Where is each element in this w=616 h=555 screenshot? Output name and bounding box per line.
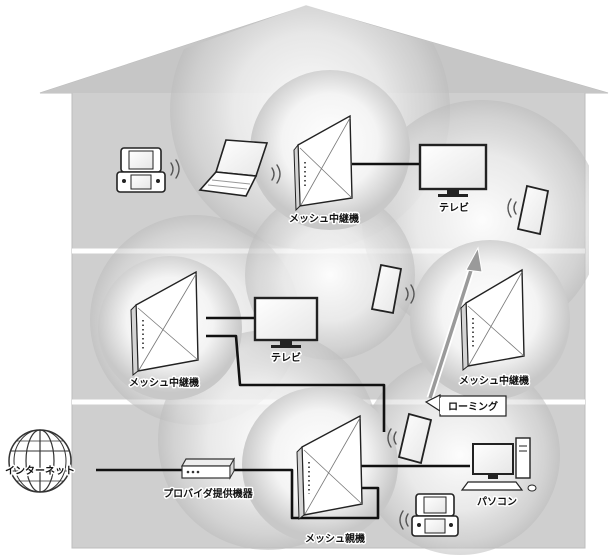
mesh-repeater-top-icon <box>293 114 353 212</box>
wifi-signal-console-bottom-icon <box>399 510 409 530</box>
wifi-signal-tablet-middle-icon <box>405 284 415 304</box>
wifi-signals <box>170 159 517 530</box>
tv-top-icon <box>418 143 488 197</box>
pc-icon <box>460 437 537 492</box>
wifi-signal-tablet-bottom-icon <box>387 428 397 448</box>
tv-left-label: テレビ <box>271 351 301 364</box>
labels: インターネット プロバイダ提供機器 メッシュ親機 メッシュ中継機 メッシュ中継機… <box>4 200 531 547</box>
mesh-parent-icon <box>296 414 363 521</box>
roaming-arrow <box>426 246 483 400</box>
cable-provider-parent <box>230 468 380 520</box>
tablet-top-right-icon <box>516 184 550 236</box>
provider-label: プロバイダ提供機器 <box>163 487 254 500</box>
mesh-repeater-left-icon <box>130 270 199 377</box>
tablet-bottom-icon <box>397 412 433 465</box>
wifi-signal-console-top-icon <box>170 159 180 179</box>
game-console-top-icon <box>116 147 166 193</box>
internet-label: インターネット <box>5 465 75 477</box>
tv-top-label: テレビ <box>439 201 469 214</box>
pc-label: パソコン <box>477 496 517 508</box>
game-console-bottom-icon <box>411 493 459 537</box>
tv-left-icon <box>253 296 319 348</box>
mesh-repeater-right-icon <box>460 268 525 372</box>
laptop-icon <box>198 139 269 197</box>
coverage-bottom-right <box>360 355 560 555</box>
tablet-middle-icon <box>370 263 403 315</box>
mesh-repeater-right-label: メッシュ中継機 <box>459 374 529 387</box>
wifi-signal-laptop-icon <box>271 164 281 184</box>
roaming-label: ローミング <box>448 400 498 413</box>
cable-left-repeater-to-parent <box>206 334 386 432</box>
wifi-signal-tablet-top-icon <box>507 198 517 218</box>
provider-modem-icon <box>180 457 236 480</box>
mesh-repeater-top-label: メッシュ中継機 <box>289 212 359 225</box>
mesh-repeater-left-label: メッシュ中継機 <box>129 376 199 389</box>
roaming-callout: ローミング <box>424 394 507 417</box>
globe-icon <box>8 429 72 493</box>
cables <box>96 162 470 520</box>
mesh-parent-label: メッシュ親機 <box>305 532 365 545</box>
